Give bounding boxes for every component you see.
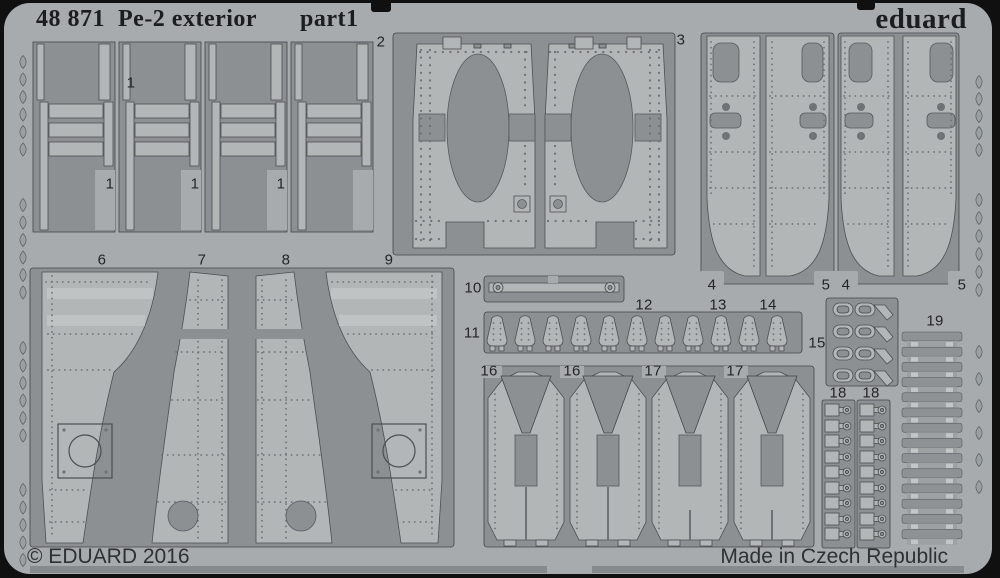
origin-text: Made in Czech Republic	[720, 545, 948, 568]
part-label-9: 9	[384, 251, 394, 269]
part-label-17a: 17	[644, 362, 662, 380]
part-3-windows	[700, 32, 964, 285]
sheet-part: part1	[300, 6, 359, 32]
part-2-door-right	[544, 43, 668, 249]
part-label-11: 11	[463, 324, 481, 342]
part-4-panel-1	[706, 35, 761, 277]
part-label-18b: 18	[862, 384, 880, 402]
part-label-18a: 18	[829, 384, 847, 402]
part-label-4a: 4	[707, 276, 717, 294]
part-label-6: 6	[97, 251, 107, 269]
part-label-2: 2	[376, 33, 386, 51]
part-5-panel-1	[765, 35, 830, 277]
part-label-19: 19	[926, 312, 944, 330]
part-15-links	[825, 297, 899, 387]
part-label-1c: 1	[190, 175, 200, 193]
part-label-7: 7	[197, 251, 207, 269]
part-label-13: 13	[709, 296, 727, 314]
part-17-shield-2	[733, 371, 811, 547]
part-4-panel-2	[840, 35, 895, 277]
part-10-strip	[483, 275, 625, 303]
part-label-14: 14	[759, 296, 777, 314]
copyright-text: © EDUARD 2016	[27, 545, 190, 568]
part-2-window	[392, 32, 676, 256]
wing-window	[29, 267, 455, 548]
part-8-panel	[255, 271, 333, 544]
part-label-17b: 17	[726, 362, 744, 380]
part-18-column-2	[856, 399, 891, 549]
part-18-column-1	[821, 399, 856, 549]
catalog-number: 48 871	[36, 6, 105, 32]
part-label-1a: 1	[126, 74, 136, 92]
sheet-title: Pe-2 exterior	[118, 6, 258, 32]
part-label-16a: 16	[480, 362, 498, 380]
part-label-16b: 16	[563, 362, 581, 380]
part-label-5b: 5	[957, 276, 967, 294]
part-11-row	[483, 311, 803, 354]
part-17-shield-1	[651, 371, 729, 547]
part-label-1b: 1	[105, 175, 115, 193]
part-label-5a: 5	[821, 276, 831, 294]
part-19-ladder	[901, 331, 963, 546]
part-label-1d: 1	[276, 175, 286, 193]
part-label-12: 12	[635, 296, 653, 314]
brand-logo: eduard	[875, 3, 967, 35]
part-9-panel	[325, 271, 443, 544]
part-2-door-left	[412, 43, 536, 249]
part-label-3: 3	[676, 31, 686, 49]
part-label-8: 8	[281, 251, 291, 269]
part-label-10: 10	[464, 279, 482, 297]
part-7-panel	[151, 271, 229, 544]
part-label-4b: 4	[841, 276, 851, 294]
part-16-17-window	[478, 365, 815, 548]
part-16-shield-2	[569, 371, 647, 547]
part-label-15: 15	[808, 334, 826, 352]
part-16-shield-1	[487, 371, 565, 547]
part-6-panel	[41, 271, 159, 544]
part-5-panel-2	[902, 35, 957, 277]
